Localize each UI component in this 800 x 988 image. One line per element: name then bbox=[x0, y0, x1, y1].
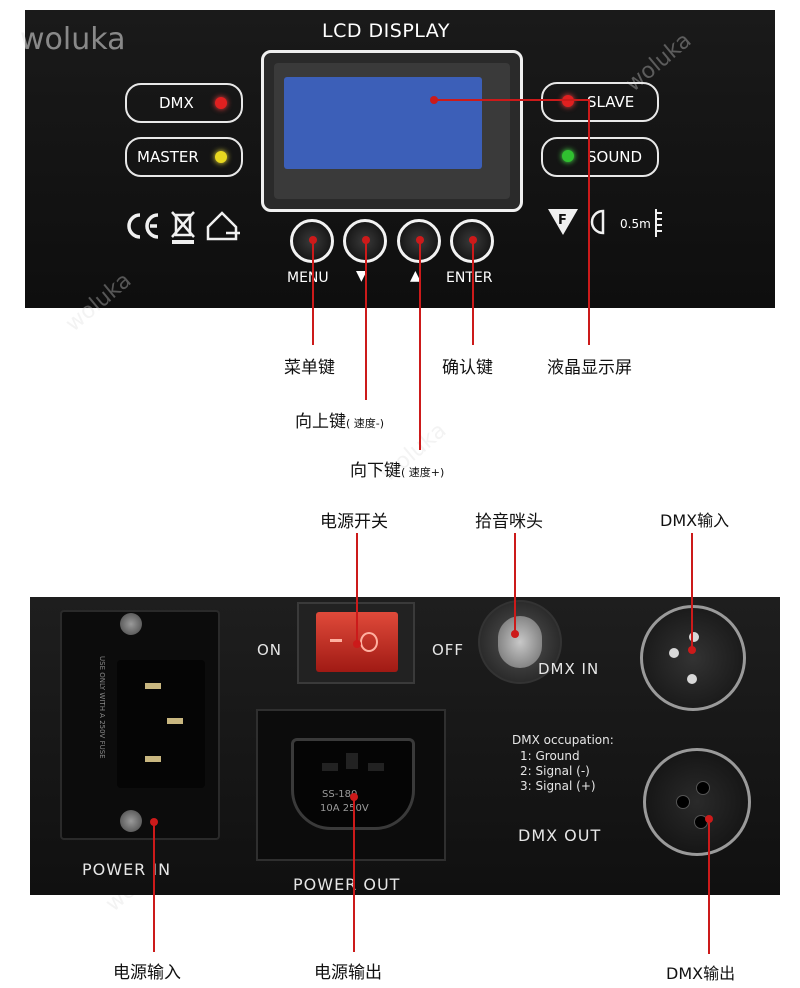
slave-indicator: SLAVE bbox=[541, 82, 659, 122]
lcd-display-title: LCD DISPLAY bbox=[322, 20, 450, 42]
screw-icon bbox=[120, 613, 142, 635]
xlr-pin bbox=[689, 632, 699, 642]
callout-dot bbox=[353, 640, 361, 648]
callout-line-power-in bbox=[153, 822, 155, 952]
callout-line-power-switch bbox=[356, 533, 358, 643]
slave-led-icon bbox=[562, 95, 574, 107]
off-label: OFF bbox=[432, 641, 465, 659]
xlr-socket-hole bbox=[696, 781, 710, 795]
callout-line-up bbox=[365, 240, 367, 400]
socket-slot bbox=[368, 763, 384, 771]
callout-dot bbox=[511, 630, 519, 638]
dmx-in-label: DMX IN bbox=[538, 660, 600, 678]
dmx-out-label: DMX OUT bbox=[518, 826, 602, 845]
half-circle-icon bbox=[590, 209, 605, 235]
callout-line-down bbox=[419, 240, 421, 450]
enter-button-label: ENTER bbox=[446, 270, 493, 286]
screw-icon bbox=[120, 810, 142, 832]
xlr-socket-hole bbox=[676, 795, 690, 809]
callout-down-key: 向下键( 速度+) bbox=[350, 461, 445, 481]
switch-off-mark-icon bbox=[360, 632, 378, 652]
sound-indicator-label: SOUND bbox=[587, 148, 643, 166]
callout-dot bbox=[688, 646, 696, 654]
socket-text: 10A 250V bbox=[320, 803, 369, 814]
dmx-occupation-title: DMX occupation: bbox=[512, 733, 614, 747]
callout-line-menu bbox=[312, 240, 314, 345]
distance-scale-icon bbox=[655, 209, 662, 237]
menu-button-label: MENU bbox=[287, 270, 329, 286]
fuse-text: USE ONLY WITH A 250V FUSE bbox=[98, 656, 106, 759]
dmx-led-icon bbox=[215, 97, 227, 109]
callout-line-lcd bbox=[588, 99, 590, 345]
xlr-pin bbox=[687, 674, 697, 684]
weee-bin-icon bbox=[171, 211, 195, 244]
f-triangle-icon: F bbox=[548, 209, 578, 235]
xlr-pin bbox=[669, 648, 679, 658]
on-label: ON bbox=[257, 641, 283, 659]
dmx-occupation-line: 2: Signal (-) bbox=[520, 764, 590, 778]
callout-menu-key: 菜单键 bbox=[284, 358, 335, 378]
distance-label: 0.5m bbox=[620, 217, 651, 231]
mic-head-icon bbox=[498, 616, 542, 668]
dmx-in-connector[interactable] bbox=[640, 605, 746, 711]
socket-pin bbox=[145, 683, 161, 689]
socket-text: SS-180 bbox=[322, 789, 358, 800]
callout-power-in: 电源输入 bbox=[113, 963, 181, 983]
lcd-screen bbox=[284, 77, 482, 169]
sound-indicator: SOUND bbox=[541, 137, 659, 177]
power-in-socket[interactable] bbox=[117, 660, 205, 788]
dmx-occupation-line: 1: Ground bbox=[520, 749, 580, 763]
socket-slot bbox=[322, 763, 338, 771]
callout-power-out: 电源输出 bbox=[314, 963, 382, 983]
dmx-indicator: DMX bbox=[125, 83, 243, 123]
power-in-label: POWER IN bbox=[82, 860, 172, 879]
callout-lcd-screen: 液晶显示屏 bbox=[547, 358, 632, 378]
switch-on-mark-icon bbox=[330, 639, 342, 642]
callout-line-mic bbox=[514, 533, 516, 635]
callout-enter-key: 确认键 bbox=[442, 358, 493, 378]
callout-mic: 拾音咪头 bbox=[475, 512, 543, 532]
socket-slot bbox=[346, 753, 358, 769]
dmx-out-connector[interactable] bbox=[643, 748, 751, 856]
socket-pin bbox=[167, 718, 183, 724]
callout-dmx-in: DMX输入 bbox=[660, 511, 730, 530]
indoor-house-icon bbox=[206, 211, 240, 241]
callout-up-key: 向上键( 速度-) bbox=[295, 412, 385, 432]
power-out-label: POWER OUT bbox=[293, 875, 401, 894]
callout-line-dmx-in bbox=[691, 533, 693, 649]
callout-line-dmx-out bbox=[708, 819, 710, 954]
master-led-icon bbox=[215, 151, 227, 163]
callout-line-power-out bbox=[353, 797, 355, 952]
right-icons: F bbox=[548, 209, 662, 237]
callout-line-lcd-horizontal bbox=[434, 99, 589, 101]
master-indicator: MASTER bbox=[125, 137, 243, 177]
microphone bbox=[478, 600, 562, 684]
master-indicator-label: MASTER bbox=[137, 148, 199, 166]
down-arrow-label: ▼ bbox=[356, 268, 367, 284]
up-arrow-label: ▲ bbox=[410, 268, 421, 284]
svg-text:F: F bbox=[558, 213, 567, 228]
slave-indicator-label: SLAVE bbox=[587, 93, 635, 111]
dmx-indicator-label: DMX bbox=[159, 94, 194, 112]
dmx-occupation-line: 3: Signal (+) bbox=[520, 779, 596, 793]
sound-led-icon bbox=[562, 150, 574, 162]
callout-dmx-out: DMX输出 bbox=[666, 964, 736, 983]
callout-power-switch: 电源开关 bbox=[320, 512, 388, 532]
callout-line-enter bbox=[472, 240, 474, 345]
ce-mark-icon bbox=[127, 213, 159, 239]
cert-icons bbox=[127, 211, 240, 244]
socket-pin bbox=[145, 756, 161, 762]
lcd-display bbox=[261, 50, 523, 212]
